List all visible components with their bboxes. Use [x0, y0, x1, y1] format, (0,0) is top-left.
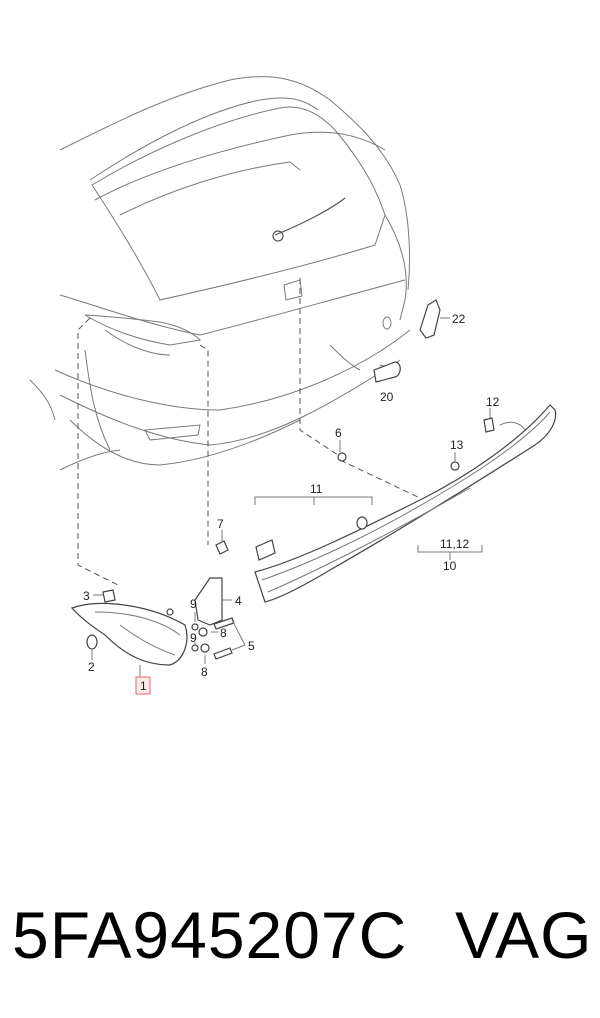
callout-9a: 9	[190, 597, 197, 611]
footer: 5FA945207C VAG	[0, 895, 600, 985]
callout-3: 3	[83, 589, 90, 603]
grommet-part-11	[255, 516, 368, 561]
callout-11-12: 11,12	[440, 537, 469, 551]
fasteners-part-5-8-9	[191, 617, 246, 660]
callout-2: 2	[88, 660, 95, 674]
callout-8a: 8	[220, 626, 227, 640]
license-light-part-20	[373, 361, 401, 383]
callout-5: 5	[248, 639, 255, 653]
callout-1-highlight	[135, 676, 151, 695]
callout-10: 10	[443, 559, 457, 573]
callout-13: 13	[450, 438, 464, 452]
callout-ticks	[91, 497, 451, 678]
callout-1: 1	[140, 679, 147, 693]
callout-6: 6	[335, 426, 342, 440]
grommet-part-2	[86, 634, 98, 650]
nut-part-13	[450, 452, 460, 471]
callout-9b: 9	[190, 631, 197, 645]
callout-20: 20	[380, 390, 394, 404]
car-body-outline	[29, 76, 411, 471]
clip-part-7	[215, 530, 229, 555]
parts-diagram: 1 2 3 4 5 6 7 8 8 9 9 10 11 11,12 12 13 …	[29, 76, 557, 695]
callout-7: 7	[217, 517, 224, 531]
bracket-part-4	[194, 577, 232, 626]
bracket-part-22	[419, 299, 450, 339]
part-number: 5FA945207C	[12, 898, 408, 972]
light-strip-part-10	[254, 404, 557, 603]
screw-part-6	[337, 440, 347, 462]
callout-22: 22	[452, 312, 466, 326]
tail-lamp-part-1	[70, 602, 188, 666]
callout-11: 11	[310, 482, 323, 496]
callout-4: 4	[235, 594, 242, 608]
callout-8b: 8	[201, 665, 208, 679]
brand-name: VAG	[455, 898, 593, 972]
callout-12: 12	[486, 395, 500, 409]
nut-part-3	[102, 589, 116, 603]
clip-part-12	[483, 408, 495, 433]
